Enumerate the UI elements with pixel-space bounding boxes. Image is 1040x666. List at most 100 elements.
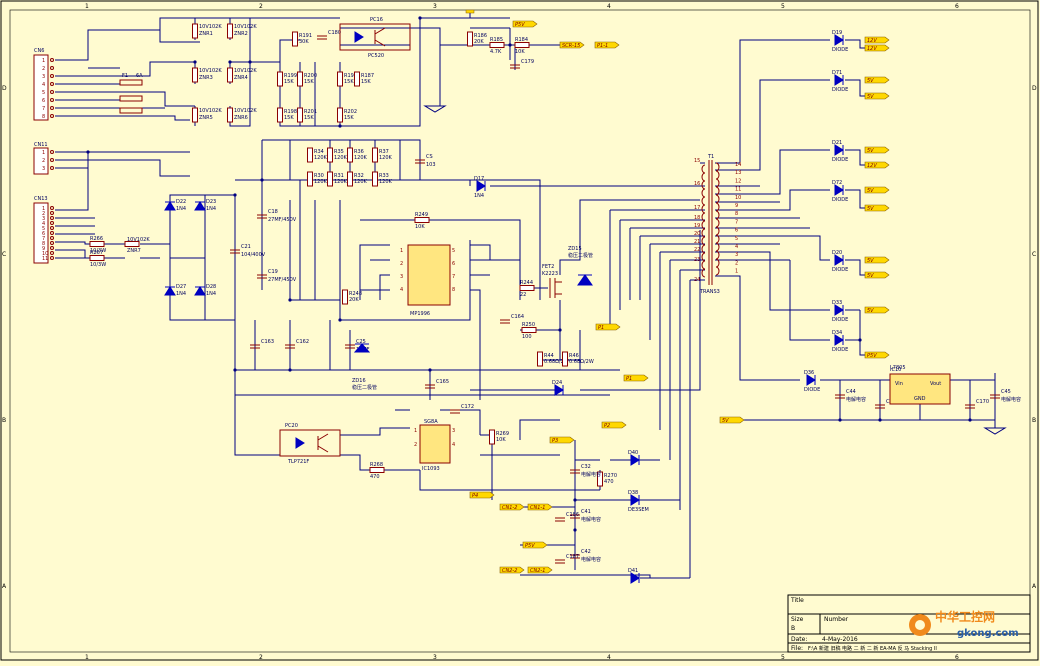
- connector-label: CN6: [34, 48, 44, 54]
- net-label-text: 5V: [722, 418, 729, 424]
- resistor-ref: R198: [284, 109, 297, 115]
- diode-ref: D24: [552, 380, 562, 386]
- resistor-value: 100: [522, 334, 532, 340]
- coil-turn: [701, 172, 706, 182]
- net-label-text: 5V: [867, 78, 874, 84]
- coil-turn: [715, 170, 720, 180]
- transformer-pin: 22: [694, 247, 700, 253]
- net-label-text: 5V: [867, 188, 874, 194]
- transformer-pin: 2: [735, 260, 738, 266]
- connector-pin-number: 5: [42, 226, 45, 232]
- transformer-pin: 23: [694, 257, 700, 263]
- net-label: 5V: [864, 204, 890, 212]
- coil-turn: [701, 188, 706, 198]
- capacitor-value: 电解电容: [1001, 396, 1021, 403]
- part-label: IC10: [890, 367, 901, 373]
- varistor-ref: ZNR5: [199, 115, 213, 121]
- resistor-value: 15K: [304, 115, 314, 121]
- connector-pin-number: 2: [42, 66, 45, 72]
- resistor-ref: R34: [314, 149, 324, 155]
- transformer-pin: 6: [735, 228, 738, 234]
- connector-pin: [50, 256, 54, 260]
- part-label: CN13: [34, 196, 48, 202]
- varistor-ref: ZNR2: [234, 31, 248, 37]
- net-label-text: 5V: [867, 308, 874, 314]
- border-row-label: B: [2, 417, 6, 424]
- diode-d41: D41: [628, 568, 640, 584]
- diode-ref: D19: [832, 30, 842, 36]
- capacitor-ref: C172: [461, 404, 474, 410]
- net-label: 5V: [719, 416, 745, 424]
- net-label: P4: [469, 491, 495, 499]
- transformer-pin: 16: [694, 181, 700, 187]
- capacitor-c187: C187: [555, 554, 579, 564]
- net-label-text: P1-1: [597, 43, 608, 49]
- diode-value: DIODE: [832, 47, 848, 53]
- resistor-value: 0.68Ω/2W: [544, 359, 569, 365]
- net-label: CN2-1: [527, 566, 553, 574]
- resistor-ref: R269: [496, 431, 509, 437]
- resistor-ref: R192: [344, 73, 357, 79]
- connector-pin: [50, 251, 54, 255]
- part-label: ZD16: [352, 378, 366, 384]
- diode-ref: D36: [804, 370, 814, 376]
- capacitor-c180: C180: [317, 30, 341, 40]
- ic-pin-number: 3: [400, 274, 403, 280]
- capacitor-ref: C165: [436, 379, 449, 385]
- resistor-ref: R199: [284, 73, 297, 79]
- varistor-value: 10V102K: [127, 237, 150, 243]
- capacitor-ref: C164: [511, 314, 524, 320]
- watermark: 中华工控网 gkong.com: [909, 609, 1019, 639]
- resistor-ref: R249: [415, 212, 428, 218]
- resistor-value: 15K: [344, 79, 354, 85]
- net-label-text: CN1-2: [502, 505, 517, 511]
- coil-turn: [715, 266, 720, 276]
- title-block: Title Size B Number Date: 4-May-2016 Fil…: [787, 594, 1031, 653]
- capacitor-ref: C41: [581, 509, 591, 515]
- resistor-value: 120K: [354, 155, 368, 161]
- capacitor-value: 电解电容: [846, 396, 866, 403]
- net-label-text: 5V: [867, 94, 874, 100]
- net-label-text: P5V: [515, 22, 525, 28]
- connector-pin-number: 7: [42, 106, 45, 112]
- connector-pin-number: 2: [42, 211, 45, 217]
- connector-pin-number: 8: [42, 114, 45, 120]
- capacitor-ref: C42: [581, 549, 591, 555]
- capacitor-value: 103: [426, 162, 436, 168]
- regulator-l7805: IC10 Vin Vout GND L7805: [889, 365, 951, 405]
- diode-d24: D24: [552, 380, 564, 396]
- diode-ref: D38: [628, 490, 638, 496]
- title-label: Title: [790, 597, 804, 604]
- capacitor-value: 27MF/450V: [268, 277, 297, 283]
- capacitor-value: 27MF/450V: [268, 217, 297, 223]
- net-label: P3: [549, 436, 575, 444]
- diode-value: DIODE: [832, 197, 848, 203]
- net-label: CN1-2: [499, 503, 525, 511]
- resistor-value: 15K: [304, 79, 314, 85]
- connector-pin: [50, 221, 54, 225]
- zener-zd15: ZD15 稳压二极管: [568, 246, 593, 286]
- part-label: T1: [707, 154, 714, 160]
- resistor-ref: R36: [354, 149, 364, 155]
- resistor-value: 120K: [314, 179, 328, 185]
- net-label: 5V: [864, 76, 890, 84]
- border-column-label: 3: [433, 654, 437, 661]
- coil-turn: [701, 196, 706, 206]
- transformer-pin: 18: [694, 215, 700, 221]
- connector-pin-number: 3: [42, 166, 45, 172]
